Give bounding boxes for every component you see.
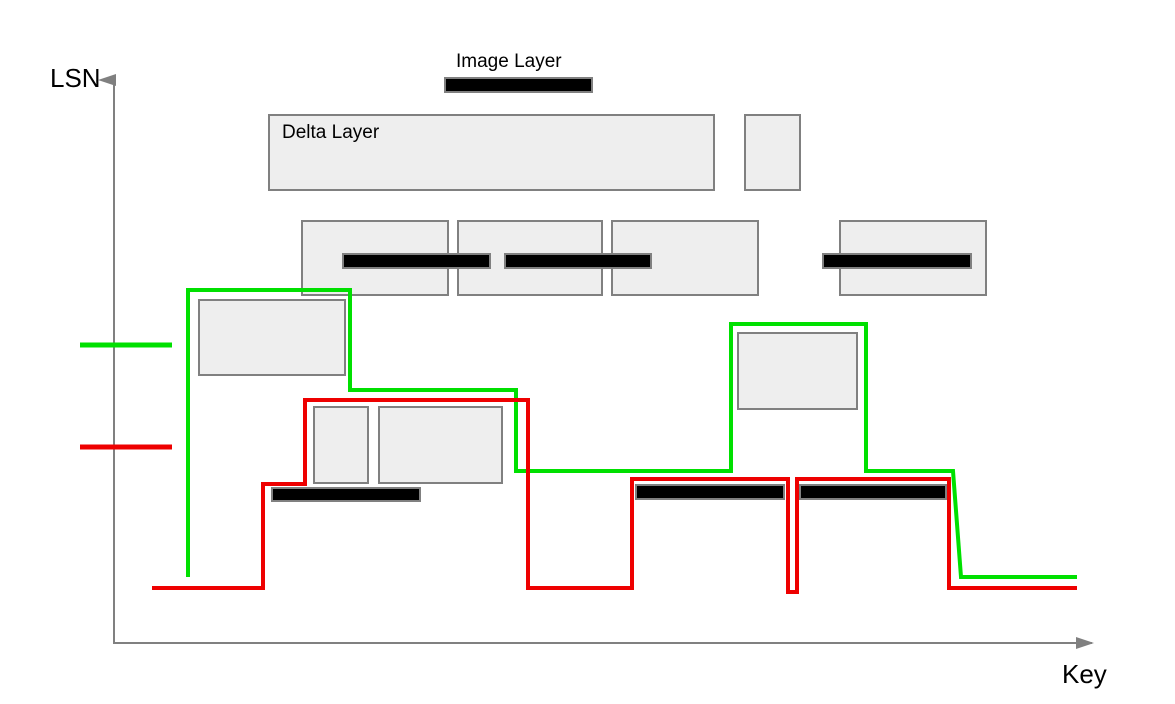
image-layer-bar-top	[444, 77, 593, 93]
layer-box-right-mid	[737, 332, 858, 410]
layer-box-small-b	[378, 406, 503, 484]
layer-box-small-a	[313, 406, 369, 484]
delta-layer-box-main	[268, 114, 715, 191]
delta-layer-label: Delta Layer	[282, 122, 380, 143]
image-layer-bar-row3-a	[342, 253, 491, 269]
green-lsn-line	[186, 288, 1077, 579]
image-layer-bar-mid-right-b	[799, 484, 947, 500]
image-layer-bar-mid-left	[271, 487, 421, 502]
y-axis-label: LSN	[50, 63, 101, 93]
red-lsn-line	[152, 398, 1077, 594]
layer-box-left-mid	[198, 299, 346, 376]
image-layer-bar-mid-right-a	[635, 484, 785, 500]
x-axis-label: Key	[1062, 659, 1107, 689]
lsn-line-group	[152, 288, 1077, 594]
axis-group	[98, 74, 1094, 649]
image-layer-bar-row3-c	[822, 253, 972, 269]
delta-layer-box-right	[744, 114, 801, 191]
image-layer-bar-row3-b	[504, 253, 652, 269]
image-layer-label: Image Layer	[456, 51, 562, 72]
lsn-tick-group	[80, 342, 172, 450]
image-layer-bar-group	[271, 77, 972, 502]
